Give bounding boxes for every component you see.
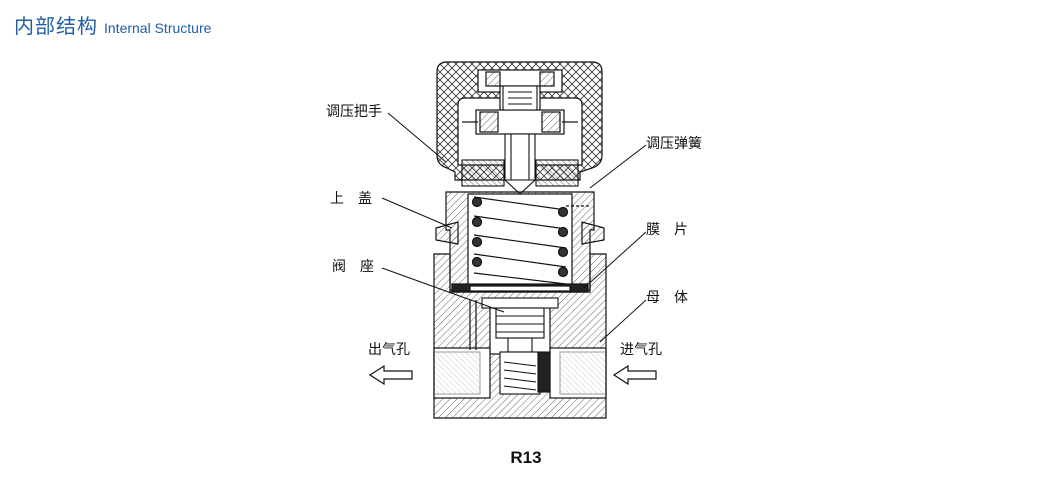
label-diaphragm: 膜 片 [646,222,688,238]
valve-seat [481,297,559,395]
section-title-cn: 内部结构 [14,14,98,38]
label-body: 母 体 [646,290,688,306]
label-inlet: 进气孔 [620,342,662,358]
diaphragm [451,283,589,293]
model-name: R13 [510,448,542,467]
label-valve-seat: 阀 座 [332,259,374,275]
lock-nut [461,159,579,187]
label-handle: 调压把手 [326,104,382,120]
adjusting-screw [502,85,538,195]
adjusting-spring [471,196,569,285]
label-outlet: 出气孔 [368,342,410,358]
label-upper-cover: 上 盖 [330,191,372,207]
section-header: 内部结构 Internal Structure [14,10,211,38]
section-title-en: Internal Structure [104,20,212,36]
outlet-arrow [368,364,413,386]
inlet-arrow [612,364,657,386]
label-spring: 调压弹簧 [646,136,702,152]
leader-lines [381,112,647,343]
